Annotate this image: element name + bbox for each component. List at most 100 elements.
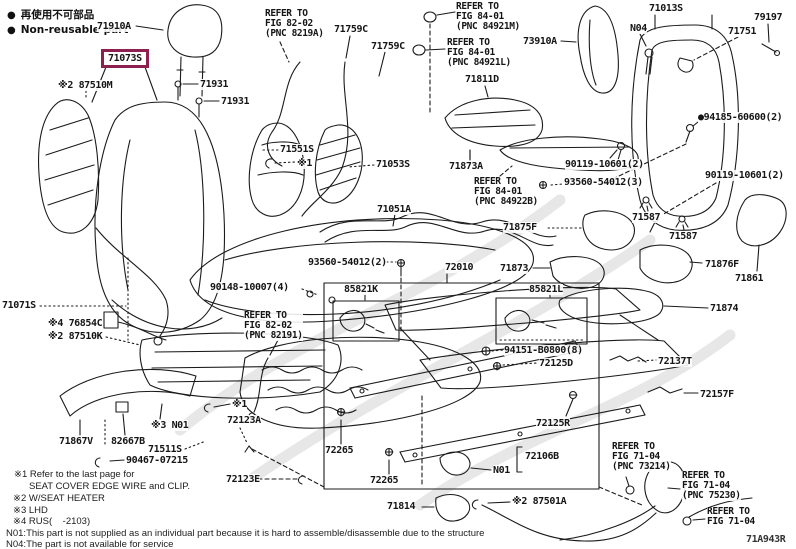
refer-note: REFER TO FIG 82-02 (PNC 8219A) (265, 8, 324, 39)
side-members-art (558, 194, 787, 325)
refer-note: REFER TO FIG 84-01 (PNC 84922B) (474, 176, 538, 207)
clip-icon (265, 158, 296, 169)
part-label[interactable]: 82667B (111, 436, 145, 447)
seatback-silencer-art (38, 99, 169, 346)
refer-note: REFER TO FIG 82-02 (PNC 82191) (244, 310, 303, 341)
part-label[interactable]: 71876F (705, 259, 739, 270)
part-label[interactable]: ※2 87501A (512, 496, 567, 507)
part-label[interactable]: 71511S (148, 444, 182, 455)
adjuster-frame-art (384, 286, 689, 390)
part-label[interactable]: 71861 (735, 273, 764, 284)
motor-box-l (495, 293, 588, 345)
part-label[interactable]: 71814 (387, 501, 416, 512)
part-label[interactable]: 71751 (728, 26, 757, 37)
small-brackets-right (609, 355, 699, 394)
part-label[interactable]: ※2 87510K (48, 331, 103, 342)
side-shield-art (444, 85, 544, 147)
cushion-cover-art (189, 217, 534, 323)
motor-box-k (332, 293, 400, 342)
part-label[interactable]: 71053S (376, 159, 410, 170)
part-label[interactable]: ※3 N01 (151, 420, 189, 431)
nonreusable-dot-icon: ● (7, 25, 16, 36)
part-label[interactable]: N01 (493, 465, 510, 476)
valance-art (59, 368, 207, 468)
footnote: N04:The part is not available for servic… (6, 539, 174, 549)
cushion-frame-art (239, 336, 482, 429)
part-label[interactable]: 71811D (465, 74, 499, 85)
part-label[interactable]: 73910A (523, 36, 557, 47)
part-label[interactable]: 85821K (344, 284, 378, 295)
refer-note: REFER TO FIG 84-01 (PNC 84921M) (456, 1, 520, 32)
part-label[interactable]: 71873 (500, 263, 529, 274)
part-label[interactable]: 72123E (226, 474, 260, 485)
headrest-support-art (174, 80, 220, 118)
part-label[interactable]: ※4 76854C (48, 318, 103, 329)
part-label[interactable]: 71551S (280, 144, 314, 155)
part-label[interactable]: 72010 (445, 262, 474, 273)
part-label[interactable]: 71931 (221, 96, 250, 107)
part-label[interactable]: 71587 (632, 212, 661, 223)
belt-guide-art (677, 23, 781, 73)
refer-note: REFER TO FIG 71-04 (PNC 75230) (682, 470, 741, 501)
clip-71587-art (639, 196, 689, 231)
part-label[interactable]: 71759C (334, 24, 368, 35)
part-label[interactable]: 71910A (97, 21, 131, 32)
part-label[interactable]: 71587 (669, 231, 698, 242)
part-label[interactable]: 72157F (700, 389, 734, 400)
part-label[interactable]: 72125R (536, 418, 570, 429)
watermark (174, 194, 736, 511)
part-label[interactable]: 71867V (59, 436, 93, 447)
clip-ref: ※1 (232, 399, 247, 410)
part-label[interactable]: 71931 (200, 79, 229, 90)
part-label[interactable]: 90148-10007(4) (210, 282, 289, 293)
part-label[interactable]: 72106B (525, 451, 559, 462)
part-label[interactable]: 71759C (371, 41, 405, 52)
part-label[interactable]: ●94185-60600(2) (698, 112, 783, 123)
part-label[interactable]: 71071S (2, 300, 36, 311)
seatback-frame-art (631, 14, 739, 231)
part-label[interactable]: 72265 (370, 475, 399, 486)
figure-code: 71A943R (746, 534, 786, 545)
screw-93560-art (381, 258, 406, 333)
part-label[interactable]: N04 (630, 23, 647, 34)
part-label[interactable]: 93560-54012(2) (308, 257, 387, 268)
highlighted-part-label[interactable]: 71073S (101, 49, 149, 68)
part-label[interactable]: 90467-07215 (126, 455, 188, 466)
part-label[interactable]: 71874 (710, 303, 739, 314)
part-label[interactable]: 85821L (529, 284, 563, 295)
footnote: N01:This part is not supplied as an indi… (6, 528, 485, 539)
airbag-art (560, 5, 619, 94)
part-label[interactable]: 94151-B0800(8) (504, 345, 583, 356)
part-label[interactable]: 71873A (449, 161, 483, 172)
clip-ref: ※1 (297, 158, 312, 169)
part-label[interactable]: 79197 (754, 12, 783, 23)
seat-rail-art (349, 340, 646, 463)
clip-icons-bottom (203, 403, 305, 485)
part-label[interactable]: 90119-10601(2) (565, 159, 644, 170)
part-label[interactable]: 71051A (377, 204, 411, 215)
bracket-71814-art (421, 493, 471, 522)
hardware-mid (481, 346, 578, 417)
footnote: ※3 LHD (13, 505, 48, 516)
harness-clip-art (412, 11, 456, 113)
part-label[interactable]: 72265 (325, 445, 354, 456)
part-label[interactable]: 72123A (227, 415, 261, 426)
part-label[interactable]: 71013S (649, 3, 683, 14)
part-label[interactable]: 72125D (539, 358, 573, 369)
seatback-cover-art (94, 101, 226, 333)
headrest-art (135, 4, 223, 97)
footnote: SEAT COVER EDGE WIRE and CLIP. (29, 481, 191, 492)
refer-note: REFER TO FIG 71-04 (PNC 73214) (612, 441, 671, 472)
part-label[interactable]: 72137T (658, 356, 692, 367)
rail-motor-art (439, 446, 523, 476)
footnote: ※2 W/SEAT HEATER (13, 493, 105, 504)
bolt-art (599, 121, 699, 186)
part-label[interactable]: 71875F (503, 222, 537, 233)
part-label[interactable]: 93560-54012(3) (564, 177, 643, 188)
refer-note: REFER TO FIG 84-01 (PNC 84921L) (447, 37, 511, 68)
part-label[interactable]: 90119-10601(2) (705, 170, 784, 181)
part-label[interactable]: ※2 87510M (58, 80, 113, 91)
legend-text-ja: 再使用不可部品 (20, 9, 95, 21)
